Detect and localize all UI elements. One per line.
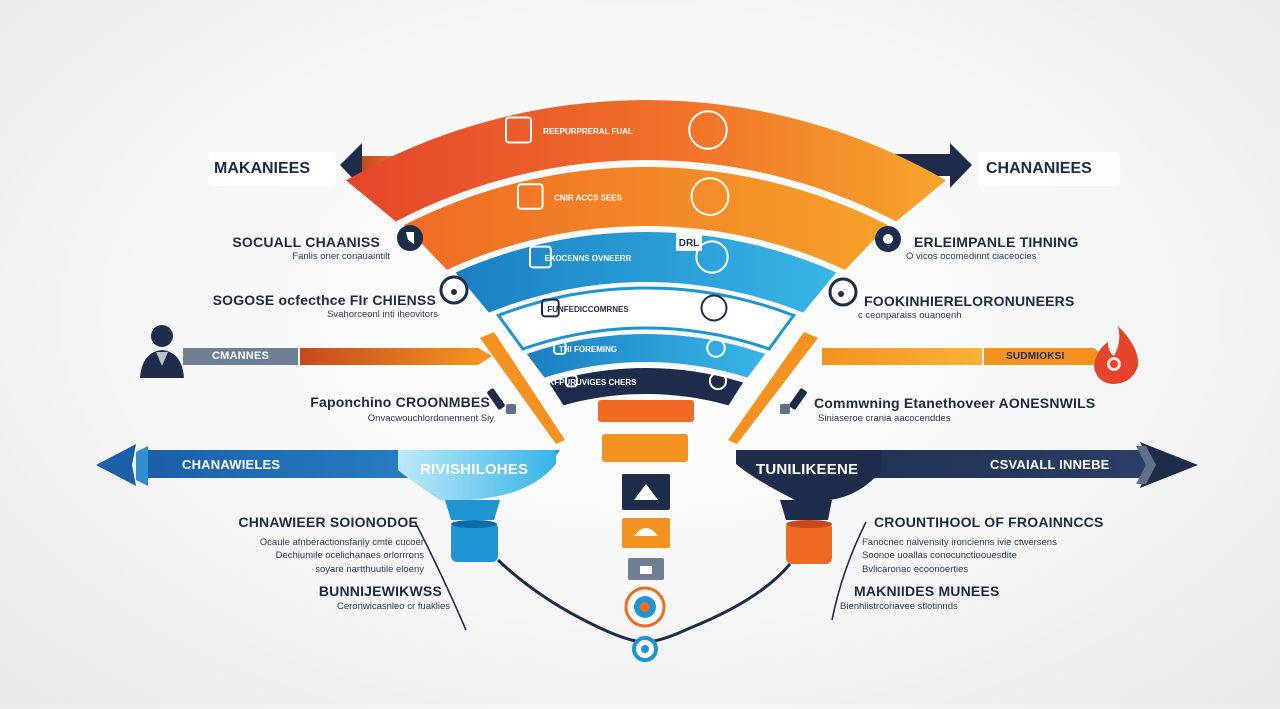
right-item-1-title: ERLEIMPANLE TIHNING	[914, 235, 1079, 249]
right-item-2-sub: c ceonparaiss ouanoenh	[858, 311, 962, 321]
person-icon	[140, 325, 184, 378]
bottom-left-arrow-label: CHANAWIELES	[182, 458, 280, 471]
left-item-5-sub: Ceronwicasnleo cr fuaklies	[337, 602, 450, 612]
marker-icon-left	[486, 388, 516, 414]
right-item-5-sub: Bienhlistrcoriavee stlotinnds	[840, 602, 958, 612]
top-left-label: MAKANIEES	[214, 161, 310, 177]
right-mid-label: SUDMIOKSI	[1006, 352, 1064, 362]
left-item-1-title: SOCUALL CHAANISS	[232, 235, 380, 249]
left-item-5-title: BUNNIJEWIKWSS	[319, 584, 442, 598]
right-funnel-label: TUNILIKEENE	[756, 462, 858, 477]
funnel-stub-1	[598, 400, 694, 422]
funnel-band-6-text: MIKFPURUVIGES CHERS	[540, 378, 638, 387]
flame-icon	[1094, 326, 1138, 384]
left-item-1-sub: Fanlis oner conauaintilt	[292, 252, 390, 262]
top-right-label: CHANANIEES	[986, 161, 1092, 177]
right-item-5-title: MAKNIIDES MUNEES	[854, 584, 1000, 598]
chat-icon-left-2	[441, 277, 467, 303]
left-item-4-sub: Ocaule afnberactionsfanly cmte cucoer De…	[260, 536, 424, 576]
funnel-band-2-text: CNIR ACCS SEES	[554, 194, 622, 203]
marker-icon-right	[780, 388, 808, 414]
funnel-band-3-text: EXOCENNS OVNEERR	[545, 254, 632, 263]
left-funnel-label: RIVISHILOHES	[420, 462, 528, 477]
right-item-3-title: Commwning Etanethoveer AONESNWILS	[814, 396, 1095, 410]
bottom-right-arrow-label: CSVAIALL INNEBE	[990, 458, 1110, 471]
funnel-band-5-text: THI FOREMING	[559, 345, 617, 354]
left-item-3-sub: Onvacwouchlordonennent Siy	[368, 414, 494, 424]
bottom-icons	[622, 474, 670, 660]
chat-icon-right-1	[875, 226, 901, 252]
left-item-4-title: CHNAWIEER SOIONODOE	[238, 515, 418, 529]
document-icon-text: DRL	[679, 238, 700, 249]
funnel-stub-2	[602, 434, 688, 462]
chat-icon-right-2	[830, 279, 856, 305]
right-item-4-sub: Fanocnec nalvensity ironcienns ivie ctwe…	[862, 536, 1057, 576]
right-item-3-sub: Siniaseroe crania aacocenddes	[818, 414, 951, 424]
right-item-4-title: CROUNTIHOOL OF FROAINNCCS	[874, 515, 1104, 529]
right-item-1-sub: O vicos ocomedinnt ciaceocies	[906, 252, 1036, 262]
left-item-3-title: Faponchino CROONMBES	[310, 395, 490, 409]
left-item-2-sub: Svahorceonl inti iheovitors	[327, 310, 438, 320]
right-item-2-title: FOOKINHIERELORONUNEERS	[864, 294, 1075, 308]
left-mid-label: CMANNES	[212, 351, 269, 362]
left-item-2-title: SOGOSE ocfecthce FIr CHIENSS	[213, 293, 436, 307]
chat-icon-left-1	[397, 225, 423, 251]
funnel-band-1-text: REEPURPRERAL FUAL	[543, 127, 633, 136]
